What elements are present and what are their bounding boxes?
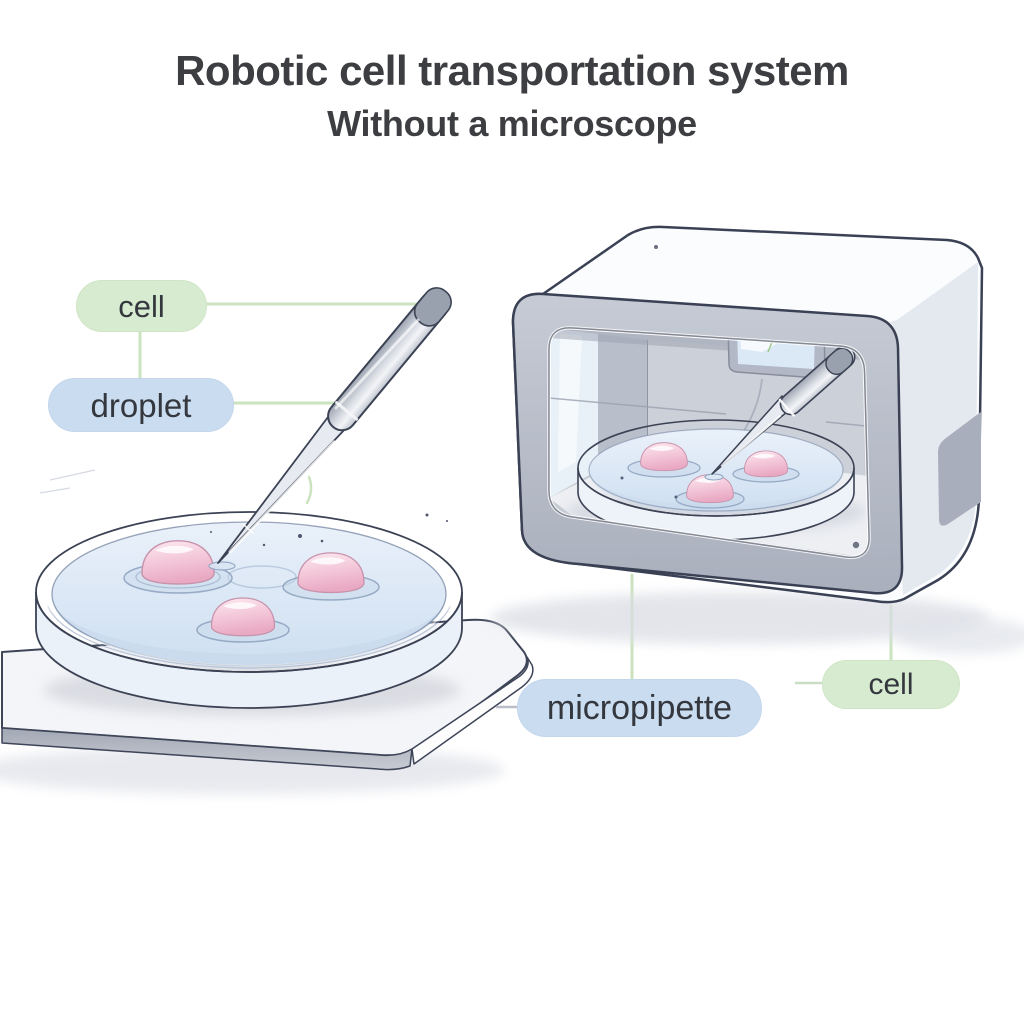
label-micropipette-text: micropipette <box>546 689 733 727</box>
inner-droplet-3 <box>675 474 745 509</box>
enclosure-interior <box>549 327 870 558</box>
label-cell-left-text: cell <box>118 288 165 324</box>
side-vent-panel <box>938 412 981 526</box>
micropipette-illustration <box>208 287 452 571</box>
speckles <box>210 513 448 547</box>
label-cell-right-text: cell <box>868 667 914 701</box>
scratch-marks <box>39 469 96 494</box>
droplet-1 <box>123 540 233 594</box>
tip-meniscus <box>208 561 236 571</box>
left-petri-dish <box>35 511 463 709</box>
droplet-3 <box>196 597 290 643</box>
robot-enclosure-illustration <box>490 225 1024 654</box>
connectors <box>138 302 893 709</box>
enclosure-shadow <box>490 592 990 644</box>
inner-droplet-1 <box>627 442 701 478</box>
droplet-2 <box>282 552 380 601</box>
label-micropipette: micropipette <box>517 679 762 737</box>
water-ring <box>227 565 297 589</box>
left-workstation-illustration <box>0 469 534 794</box>
frame-dot <box>852 541 860 549</box>
pipette-cap <box>413 287 452 327</box>
label-cell-left: cell <box>76 280 207 332</box>
inner-micropipette <box>704 345 856 481</box>
label-cell-right: cell <box>822 660 960 709</box>
page-subtitle: Without a microscope <box>327 103 697 144</box>
inner-droplet-2 <box>732 450 800 483</box>
connector-droplet-arc <box>305 475 313 505</box>
label-droplet: droplet <box>48 378 234 432</box>
label-droplet-text: droplet <box>90 386 192 424</box>
page-title: Robotic cell transportation system <box>175 47 849 94</box>
